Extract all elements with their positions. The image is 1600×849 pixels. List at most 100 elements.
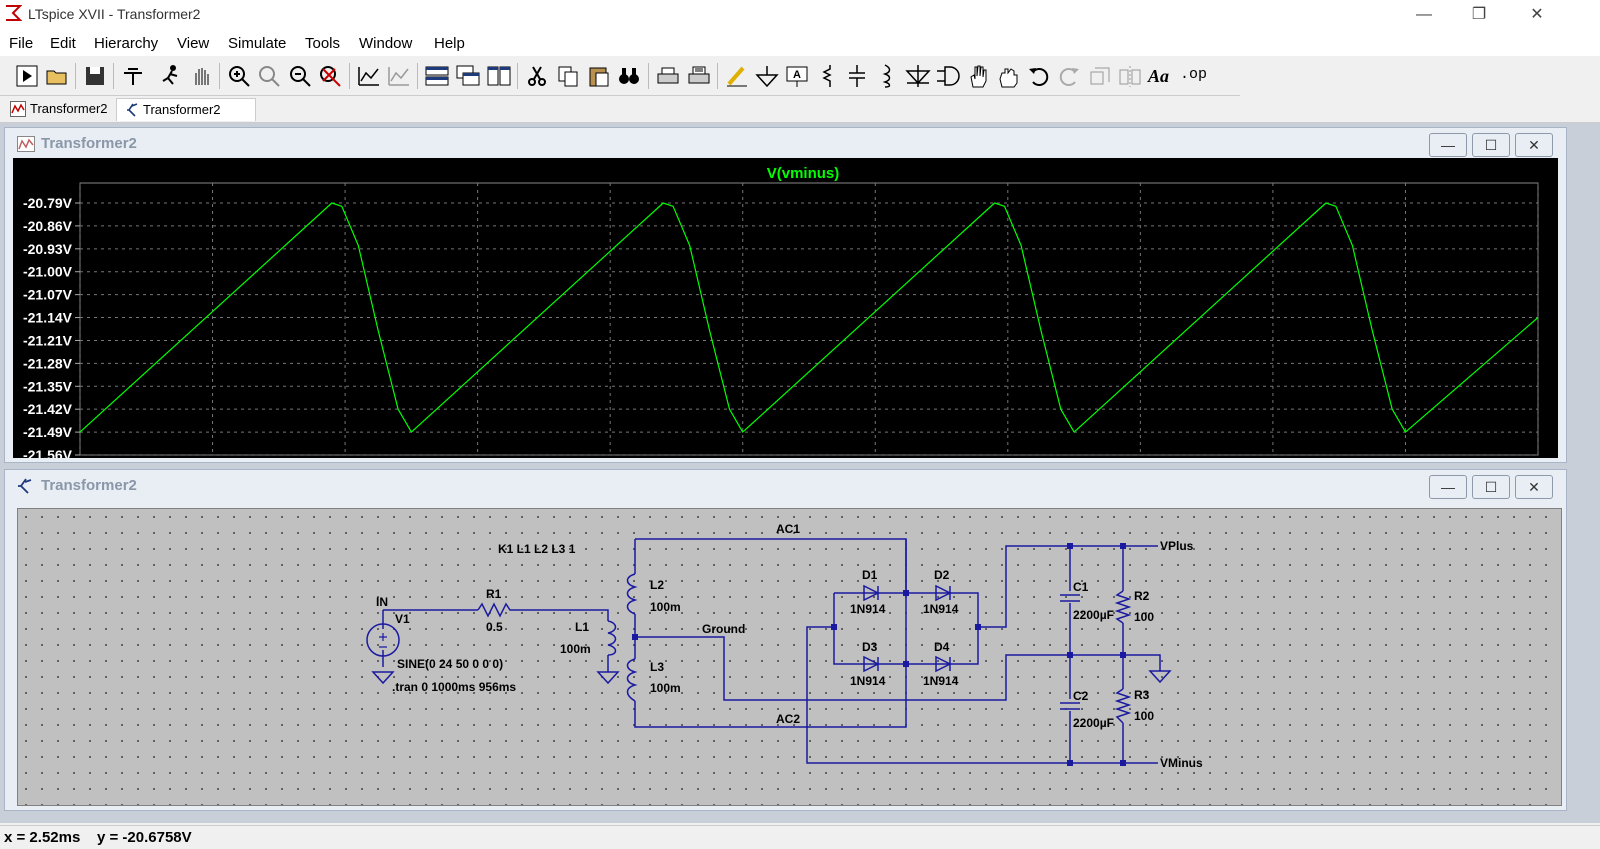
- menu-hierarchy[interactable]: Hierarchy: [94, 35, 159, 52]
- l3-name[interactable]: L3: [650, 660, 664, 674]
- waveform-window-header: Transformer2 — ☐ ✕: [5, 128, 1566, 158]
- c1-name[interactable]: C1: [1073, 580, 1089, 594]
- net-label-vminus[interactable]: VMinus: [1160, 756, 1203, 770]
- schematic-maximize-button[interactable]: ☐: [1472, 475, 1510, 499]
- c2-name[interactable]: C2: [1073, 689, 1089, 703]
- schematic-close-button[interactable]: ✕: [1515, 475, 1553, 499]
- resistor-icon[interactable]: [814, 63, 840, 89]
- l3-value[interactable]: 100m: [650, 681, 681, 695]
- halt-icon[interactable]: [188, 63, 214, 89]
- c1-value[interactable]: 2200µF: [1073, 608, 1114, 622]
- r3-value[interactable]: 100: [1134, 709, 1154, 723]
- move-icon[interactable]: [966, 63, 992, 89]
- waveform-maximize-button[interactable]: ☐: [1472, 133, 1510, 157]
- print-icon[interactable]: [655, 63, 681, 89]
- copy-icon[interactable]: [555, 63, 581, 89]
- l2-value[interactable]: 100m: [650, 600, 681, 614]
- cut-icon[interactable]: [524, 63, 550, 89]
- component-icon[interactable]: [935, 63, 961, 89]
- find-icon[interactable]: [616, 63, 642, 89]
- grid-icon[interactable]: [386, 63, 412, 89]
- menu-tools[interactable]: Tools: [305, 35, 341, 52]
- net-label-in[interactable]: IN: [376, 595, 388, 609]
- control-panel-icon[interactable]: [120, 63, 146, 89]
- restore-button[interactable]: ❐: [1471, 6, 1487, 23]
- y-tick-label: -21.28V: [23, 355, 73, 371]
- close-button[interactable]: ✕: [1530, 6, 1544, 23]
- mirror-icon[interactable]: [1117, 63, 1143, 89]
- menu-simulate[interactable]: Simulate: [228, 35, 287, 52]
- net-label-ac1[interactable]: AC1: [776, 522, 800, 536]
- zoom-out-icon[interactable]: [287, 63, 313, 89]
- coupling-directive[interactable]: K1 L1 L2 L3 1: [498, 542, 576, 556]
- run-simulation-icon[interactable]: [158, 63, 184, 89]
- autorange-icon[interactable]: [356, 63, 382, 89]
- d1-name[interactable]: D1: [862, 568, 878, 582]
- y-tick-label: -21.49V: [23, 424, 73, 440]
- zoom-area-icon[interactable]: [256, 63, 282, 89]
- menu-help[interactable]: Help: [434, 35, 465, 52]
- ground-icon[interactable]: [754, 63, 780, 89]
- cascade-icon[interactable]: [455, 63, 481, 89]
- tile-vertical-icon[interactable]: [486, 63, 512, 89]
- y-tick-label: -21.21V: [23, 332, 73, 348]
- text-icon[interactable]: Aa: [1148, 66, 1170, 86]
- print-preview-icon[interactable]: [686, 63, 712, 89]
- d4-value[interactable]: 1N914: [923, 674, 959, 688]
- open-icon[interactable]: [44, 63, 70, 89]
- tab-waveform[interactable]: Transformer2: [4, 98, 138, 120]
- c2-value[interactable]: 2200µF: [1073, 716, 1114, 730]
- zoom-in-icon[interactable]: [226, 63, 252, 89]
- v1-name[interactable]: V1: [395, 612, 410, 626]
- draw-wire-icon[interactable]: [724, 63, 750, 89]
- spice-directive-icon[interactable]: .op: [1180, 66, 1208, 83]
- tran-directive[interactable]: .tran 0 1000ms 956ms: [392, 680, 516, 694]
- undo-icon[interactable]: [1026, 63, 1052, 89]
- minimize-button[interactable]: —: [1416, 6, 1432, 23]
- diode-icon[interactable]: [905, 63, 931, 89]
- r2-value[interactable]: 100: [1134, 610, 1154, 624]
- menu-file[interactable]: File: [9, 35, 34, 52]
- rotate-icon[interactable]: [1087, 63, 1113, 89]
- capacitor-icon[interactable]: [844, 63, 870, 89]
- schematic-minimize-button[interactable]: —: [1429, 475, 1467, 499]
- l2-name[interactable]: L2: [650, 578, 664, 592]
- label-icon[interactable]: A: [784, 63, 810, 89]
- v1-value[interactable]: SINE(0 24 50 0 0 0): [397, 657, 503, 671]
- zoom-cancel-icon[interactable]: [317, 63, 343, 89]
- d4-name[interactable]: D4: [934, 640, 950, 654]
- r3-name[interactable]: R3: [1134, 688, 1150, 702]
- trace-label[interactable]: V(vminus): [767, 165, 840, 182]
- paste-icon[interactable]: [586, 63, 612, 89]
- r1-value[interactable]: 0.5: [486, 620, 503, 634]
- menu-window[interactable]: Window: [359, 35, 413, 52]
- d3-value[interactable]: 1N914: [850, 674, 886, 688]
- menu-edit[interactable]: Edit: [50, 35, 76, 52]
- r2-name[interactable]: R2: [1134, 589, 1150, 603]
- toolbar-separator: [75, 63, 76, 89]
- d1-value[interactable]: 1N914: [850, 602, 886, 616]
- net-label-ground[interactable]: Ground: [702, 622, 745, 636]
- inductor-icon[interactable]: [874, 63, 900, 89]
- menu-view[interactable]: View: [177, 35, 210, 52]
- tile-horizontal-icon[interactable]: [424, 63, 450, 89]
- schematic-drawing[interactable]: K1 L1 L2 L3 1 IN V1 SINE(0 24 50 0 0 0) …: [18, 509, 1561, 805]
- r1-name[interactable]: R1: [486, 587, 502, 601]
- save-icon[interactable]: [82, 63, 108, 89]
- waveform-minimize-button[interactable]: —: [1429, 133, 1467, 157]
- drag-icon[interactable]: [996, 63, 1022, 89]
- series-line-vminus[interactable]: [79, 202, 1539, 433]
- waveform-close-button[interactable]: ✕: [1515, 133, 1553, 157]
- d2-value[interactable]: 1N914: [923, 602, 959, 616]
- d3-name[interactable]: D3: [862, 640, 878, 654]
- redo-icon[interactable]: [1056, 63, 1082, 89]
- run-icon[interactable]: [14, 63, 40, 89]
- net-label-vplus[interactable]: VPlus: [1160, 539, 1194, 553]
- schematic-canvas[interactable]: K1 L1 L2 L3 1 IN V1 SINE(0 24 50 0 0 0) …: [17, 508, 1562, 806]
- net-label-ac2[interactable]: AC2: [776, 712, 800, 726]
- l1-name[interactable]: L1: [575, 620, 589, 634]
- tab-schematic[interactable]: Transformer2: [116, 98, 256, 121]
- d2-name[interactable]: D2: [934, 568, 950, 582]
- l1-value[interactable]: 100m: [560, 642, 591, 656]
- waveform-plot[interactable]: V(vminus) -20.79V-20.86V-20.93V-21.00V-2…: [13, 158, 1558, 458]
